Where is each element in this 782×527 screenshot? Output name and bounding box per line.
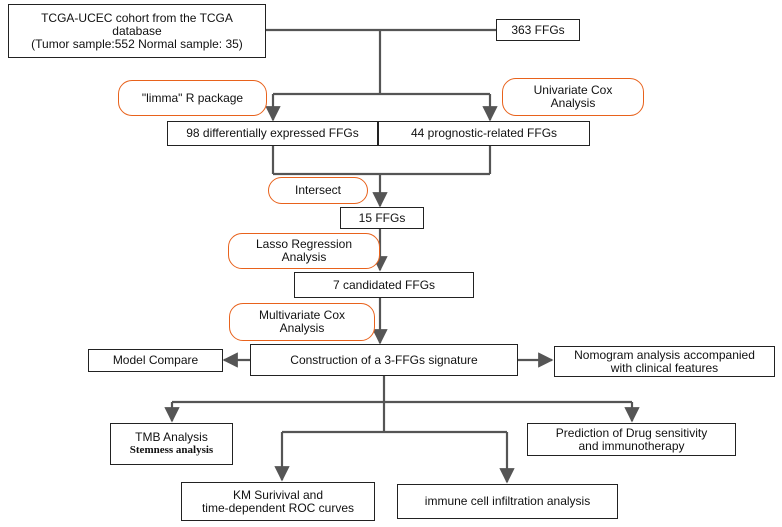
tmb-box: TMB Analysis Stemness analysis bbox=[110, 423, 233, 465]
prog44-box: 44 prognostic-related FFGs bbox=[378, 121, 590, 146]
km-line2: time-dependent ROC curves bbox=[201, 500, 355, 515]
drug-line1: Prediction of Drug sensitivity bbox=[555, 425, 708, 440]
multivariate-method: Multivariate Cox Analysis bbox=[229, 303, 375, 341]
drug-box: Prediction of Drug sensitivity and immun… bbox=[527, 423, 736, 456]
limma-method: "limma" R package bbox=[118, 80, 267, 116]
nomogram-line2: with clinical features bbox=[610, 360, 719, 375]
immune-label: immune cell infiltration analysis bbox=[424, 494, 591, 508]
lasso-line1: Lasso Regression bbox=[255, 237, 353, 251]
deg98-box: 98 differentially expressed FFGs bbox=[167, 121, 378, 146]
prog44-label: 44 prognostic-related FFGs bbox=[410, 126, 558, 140]
tmb-line1: TMB Analysis bbox=[135, 430, 208, 444]
cohort-line2: database bbox=[112, 23, 162, 38]
cohort-line3: (Tumor sample:552 Normal sample: 35) bbox=[31, 36, 243, 51]
signature-box: Construction of a 3-FFGs signature bbox=[250, 344, 518, 376]
ffg15-box: 15 FFGs bbox=[340, 207, 424, 229]
univariate-method: Univariate Cox Analysis bbox=[502, 78, 644, 116]
ffg7-label: 7 candidated FFGs bbox=[332, 277, 436, 292]
ffg363-label: 363 FFGs bbox=[511, 22, 565, 37]
cohort-box: TCGA-UCEC cohort from the TCGA database … bbox=[8, 4, 266, 58]
lasso-method: Lasso Regression Analysis bbox=[228, 233, 380, 269]
tmb-line2: Stemness analysis bbox=[129, 444, 214, 456]
univariate-line1: Univariate Cox bbox=[533, 83, 613, 97]
signature-label: Construction of a 3-FFGs signature bbox=[290, 352, 478, 367]
ffg15-label: 15 FFGs bbox=[358, 210, 406, 225]
km-box: KM Surivival and time-dependent ROC curv… bbox=[181, 482, 375, 521]
deg98-label: 98 differentially expressed FFGs bbox=[186, 126, 359, 140]
multivariate-line2: Analysis bbox=[279, 321, 325, 335]
ffg363-box: 363 FFGs bbox=[496, 19, 580, 41]
univariate-line2: Analysis bbox=[550, 96, 596, 110]
km-line1: KM Surivival and bbox=[232, 487, 324, 502]
cohort-line1: TCGA-UCEC cohort from the TCGA bbox=[41, 10, 233, 25]
ffg7-box: 7 candidated FFGs bbox=[294, 272, 474, 298]
multivariate-line1: Multivariate Cox bbox=[258, 308, 346, 322]
intersect-label: Intersect bbox=[294, 183, 342, 197]
intersect-method: Intersect bbox=[268, 177, 368, 204]
nomogram-line1: Nomogram analysis accompanied bbox=[574, 347, 755, 362]
model-compare-label: Model Compare bbox=[112, 353, 199, 367]
nomogram-box: Nomogram analysis accompanied with clini… bbox=[554, 346, 775, 377]
limma-label: "limma" R package bbox=[141, 90, 244, 105]
drug-line2: and immunotherapy bbox=[578, 438, 685, 453]
model-compare-box: Model Compare bbox=[88, 349, 223, 372]
lasso-line2: Analysis bbox=[281, 250, 327, 264]
immune-box: immune cell infiltration analysis bbox=[397, 484, 618, 519]
